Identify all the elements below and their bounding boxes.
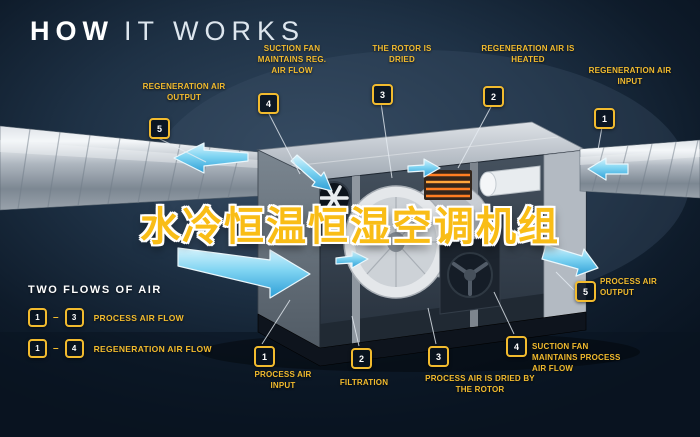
badge-4-suction-process: 4 bbox=[506, 336, 527, 357]
legend: TWO FLOWS OF AIR 1 – 3 PROCESS AIR FLOW … bbox=[28, 284, 212, 358]
badge-4-suction-reg: 4 bbox=[258, 93, 279, 114]
legend-badge-to-3: 3 bbox=[64, 308, 84, 327]
machine-interior bbox=[320, 150, 586, 348]
machine-base bbox=[257, 311, 587, 367]
arrow-into-suction-fan bbox=[290, 154, 333, 192]
process-fan-housing bbox=[439, 235, 501, 315]
callout-rotor-is-dried: THE ROTOR IS DRIED bbox=[372, 44, 432, 64]
legend-badge-to-4: 4 bbox=[64, 339, 84, 358]
product-title: 水冷恒温恒湿空调机组 bbox=[140, 205, 560, 249]
legend-row-process: 1 – 3 PROCESS AIR FLOW bbox=[28, 308, 212, 327]
arrow-process-internal bbox=[335, 250, 369, 269]
callout-suction-fan-reg: SUCTION FAN MAINTAINS REG. AIR FLOW bbox=[257, 44, 327, 75]
legend-badge-from-1: 1 bbox=[28, 308, 47, 327]
badge-1-process-input: 1 bbox=[254, 346, 275, 367]
arrow-process-output bbox=[541, 244, 599, 277]
callout-suction-fan-process: SUCTION FAN MAINTAINS PROCESS AIR FLOW bbox=[532, 342, 621, 373]
regen-fan-cylinder bbox=[479, 165, 541, 197]
callout-process-air-dried: PROCESS AIR IS DRIED BY THE ROTOR bbox=[425, 374, 535, 394]
arrow-regen-input bbox=[587, 157, 629, 181]
callout-filtration: FILTRATION bbox=[339, 378, 389, 387]
callout-regeneration-air-output: REGENERATION AIR OUTPUT bbox=[142, 82, 226, 102]
badge-5-process-output: 5 bbox=[575, 281, 596, 302]
airflow-arrows bbox=[173, 142, 629, 299]
machine-body bbox=[256, 121, 588, 367]
arrow-regen-output bbox=[173, 142, 249, 174]
rotor bbox=[343, 181, 493, 299]
callout-lines bbox=[157, 102, 603, 347]
callout-process-air-input: PROCESS AIR INPUT bbox=[254, 370, 312, 390]
callout-regeneration-air-heated: REGENERATION AIR IS HEATED bbox=[481, 44, 575, 64]
legend-dash: – bbox=[53, 312, 59, 323]
arrow-process-input bbox=[177, 247, 311, 299]
duct-right bbox=[579, 139, 700, 199]
callout-process-air-output: PROCESS AIR OUTPUT bbox=[600, 277, 658, 297]
badge-3-process-dried: 3 bbox=[428, 346, 449, 367]
page-title-bold: HOW bbox=[30, 16, 114, 46]
duct-left bbox=[0, 125, 259, 211]
badge-1-regen-input: 1 bbox=[594, 108, 615, 129]
badge-2-filtration: 2 bbox=[351, 348, 372, 369]
badge-2-regen-heated: 2 bbox=[483, 86, 504, 107]
legend-dash: – bbox=[53, 343, 59, 354]
legend-label-process: PROCESS AIR FLOW bbox=[93, 312, 184, 323]
legend-badge-from-1: 1 bbox=[28, 339, 47, 358]
badge-3-rotor-dried: 3 bbox=[372, 84, 393, 105]
legend-label-regeneration: REGENERATION AIR FLOW bbox=[93, 343, 212, 354]
badge-5-regen-output: 5 bbox=[149, 118, 170, 139]
page-title: HOW IT WORKS bbox=[30, 16, 305, 47]
heater bbox=[424, 170, 472, 200]
callout-regeneration-air-input: REGENERATION AIR INPUT bbox=[588, 66, 672, 86]
arrow-into-heater bbox=[407, 158, 441, 178]
legend-row-regeneration: 1 – 4 REGENERATION AIR FLOW bbox=[28, 339, 212, 358]
legend-heading: TWO FLOWS OF AIR bbox=[28, 284, 162, 296]
page-title-light: IT WORKS bbox=[123, 16, 305, 46]
